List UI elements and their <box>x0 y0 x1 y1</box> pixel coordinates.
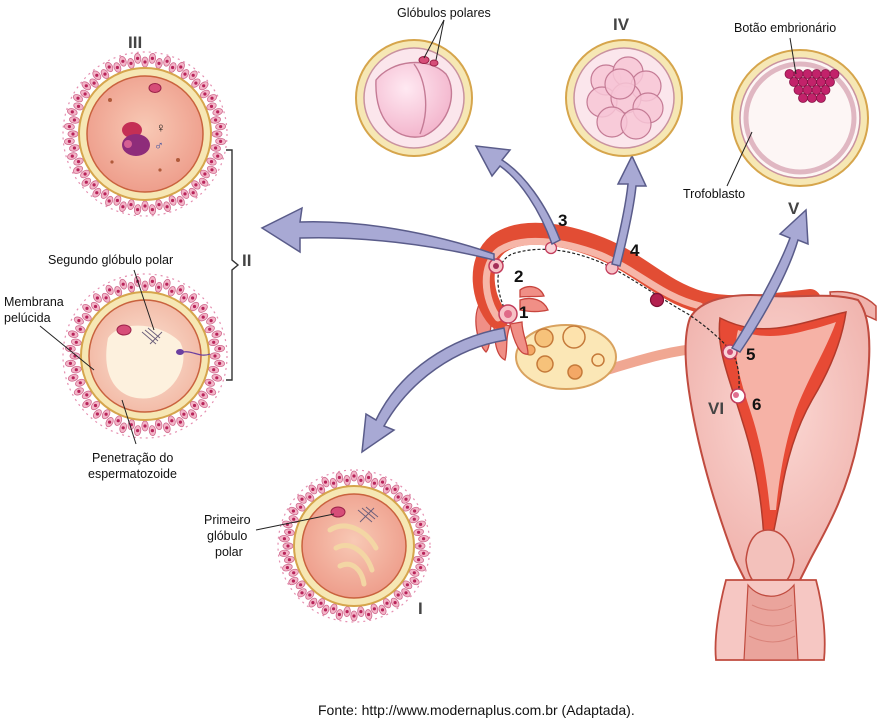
oocyte-stage-III <box>62 51 228 217</box>
ovarian-follicle <box>562 325 586 349</box>
label-pelucida: pelúcida <box>4 311 51 325</box>
label-espermatozoide: espermatozoide <box>88 467 177 481</box>
stage-IV-label: IV <box>613 15 630 34</box>
arrow-to-V <box>730 208 809 353</box>
label-polar-bodies: Glóbulos polares <box>397 6 491 20</box>
leader-lines <box>39 19 797 531</box>
tube-cell-3 <box>544 241 558 255</box>
tube-cell-1 <box>498 304 518 324</box>
vaginal-rugae <box>748 604 796 643</box>
stage-V-label: V <box>788 199 800 218</box>
label-polar: polar <box>215 545 243 559</box>
corona-radiata <box>279 470 429 622</box>
step-6-label: 6 <box>752 395 761 414</box>
egg-path <box>497 248 740 397</box>
label-globulo: glóbulo <box>207 529 247 543</box>
oocyte-stage-I <box>277 469 431 623</box>
step-5-label: 5 <box>746 345 755 364</box>
ovarian-follicle <box>536 355 554 373</box>
polar-body <box>429 59 439 67</box>
uterine-cavity-inner <box>735 322 836 510</box>
zygote-two-cell <box>355 39 473 157</box>
vaginal-canal <box>743 583 799 661</box>
arrow-to-I <box>361 327 507 454</box>
label-trophoblast: Trofoblasto <box>683 187 745 201</box>
metaphase-spindle <box>357 506 379 523</box>
blastocyst-stage-V <box>731 49 869 187</box>
label-membrana: Membrana <box>4 295 64 309</box>
sperm-cell <box>176 349 211 356</box>
ovarian-follicle <box>534 328 554 348</box>
ovarian-follicle <box>567 364 583 380</box>
spindle <box>141 327 163 345</box>
yolk-streaks <box>327 523 379 587</box>
inner-cell-mass <box>784 69 840 103</box>
female-symbol: ♀ <box>156 120 166 135</box>
label-second-polar-body: Segundo glóbulo polar <box>48 253 173 267</box>
tube-cell-2 <box>488 258 504 274</box>
source-caption: Fonte: http://www.modernaplus.com.br (Ad… <box>318 702 635 718</box>
pronuclei <box>122 122 150 156</box>
label-embryonic-button: Botão embrionário <box>734 21 836 35</box>
step-3-label: 3 <box>558 211 567 230</box>
step-1-label: 1 <box>519 303 528 322</box>
cytoplasm-region <box>106 325 184 399</box>
fallopian-tube-lumen <box>482 237 704 322</box>
label-primeiro: Primeiro <box>204 513 251 527</box>
second-polar-body <box>116 324 132 336</box>
tube-cell-morula <box>649 292 665 308</box>
arrow-to-polar-bodies <box>474 145 561 246</box>
polar-body <box>418 56 430 64</box>
step-4-label: 4 <box>630 241 640 260</box>
label-penetracao: Penetração do <box>92 451 173 465</box>
stage-I-label: I <box>418 599 423 618</box>
reproductive-tract <box>472 222 877 661</box>
stage-VI-label: VI <box>708 399 724 418</box>
bracket-II <box>226 149 240 381</box>
stage-III-label: III <box>128 33 142 52</box>
arrow-to-IV <box>611 154 648 267</box>
morula-stage-IV <box>565 39 683 157</box>
oocyte-sperm-penetration <box>62 273 228 439</box>
arrows <box>260 145 809 454</box>
stage-II-label: II <box>242 251 251 270</box>
corona-radiata <box>65 276 225 436</box>
step-2-label: 2 <box>514 267 523 286</box>
male-symbol: ♂ <box>154 138 164 153</box>
ovarian-follicle <box>591 353 605 367</box>
blastomeres <box>586 56 664 140</box>
tube-cell-6 <box>730 388 746 404</box>
arrow-to-II <box>260 206 495 261</box>
corona-radiata <box>64 53 226 215</box>
first-polar-body <box>330 506 346 518</box>
polar-body-III <box>148 83 162 93</box>
